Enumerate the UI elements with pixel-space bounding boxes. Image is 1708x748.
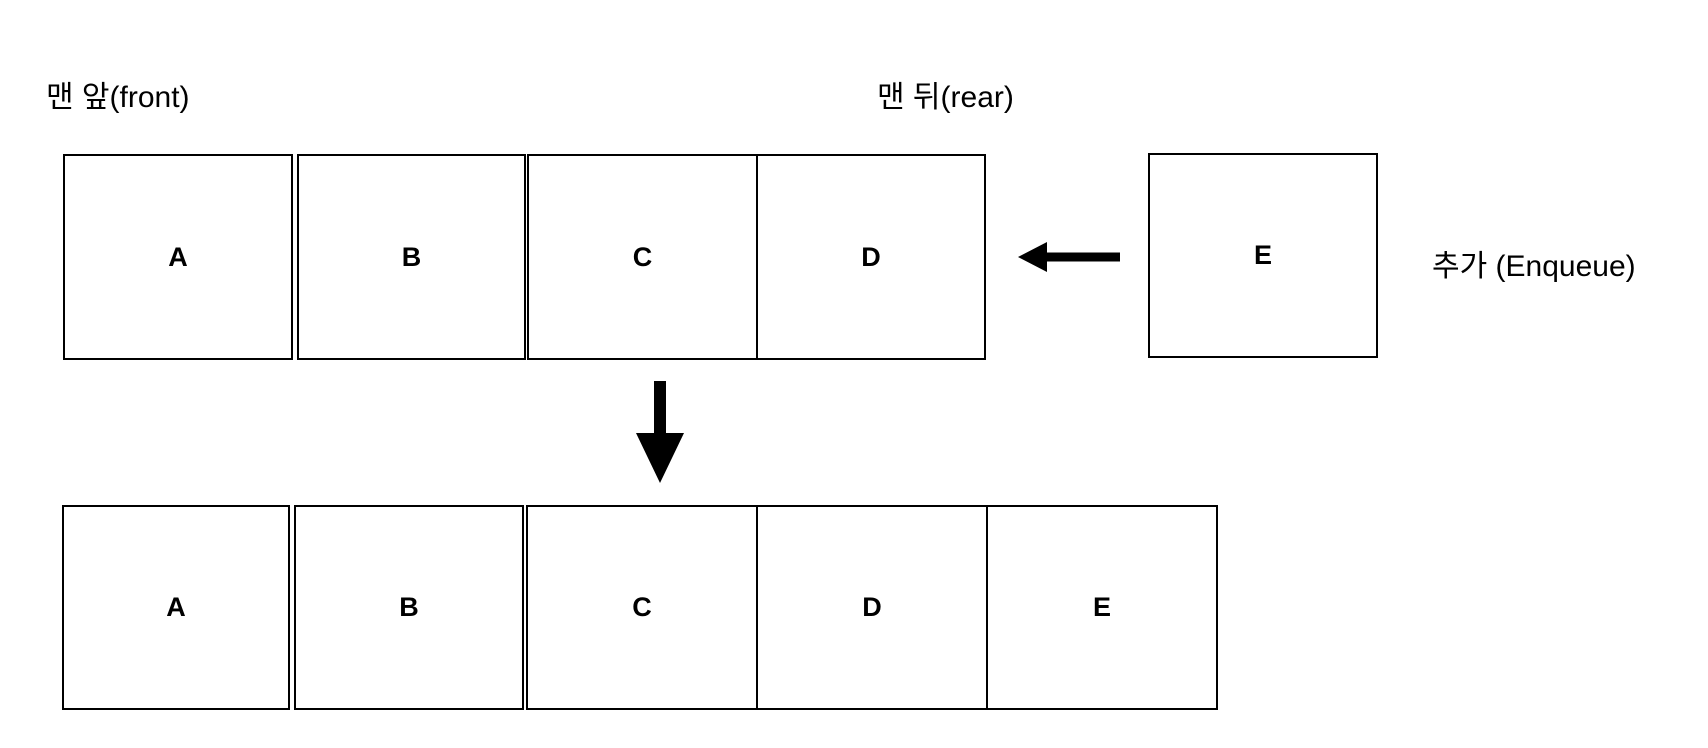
queue-after-cell-a: A: [62, 505, 290, 710]
enqueue-arrow-icon: [1018, 242, 1120, 272]
enqueue-label: 추가 (Enqueue): [1432, 250, 1636, 283]
incoming-cell-e: E: [1148, 153, 1378, 358]
down-arrow-icon: [636, 381, 684, 483]
front-label: 맨 앞(front): [46, 81, 190, 114]
queue-before-cell-c: C: [527, 154, 758, 360]
queue-before-cell-a: A: [63, 154, 293, 360]
queue-before-cell-b: B: [297, 154, 526, 360]
queue-after-cell-d: D: [756, 505, 988, 710]
rear-label: 맨 뒤(rear): [877, 81, 1014, 114]
queue-before-cell-d: D: [756, 154, 986, 360]
queue-after-cell-b: B: [294, 505, 524, 710]
queue-after-cell-e: E: [986, 505, 1218, 710]
queue-after-cell-c: C: [526, 505, 758, 710]
